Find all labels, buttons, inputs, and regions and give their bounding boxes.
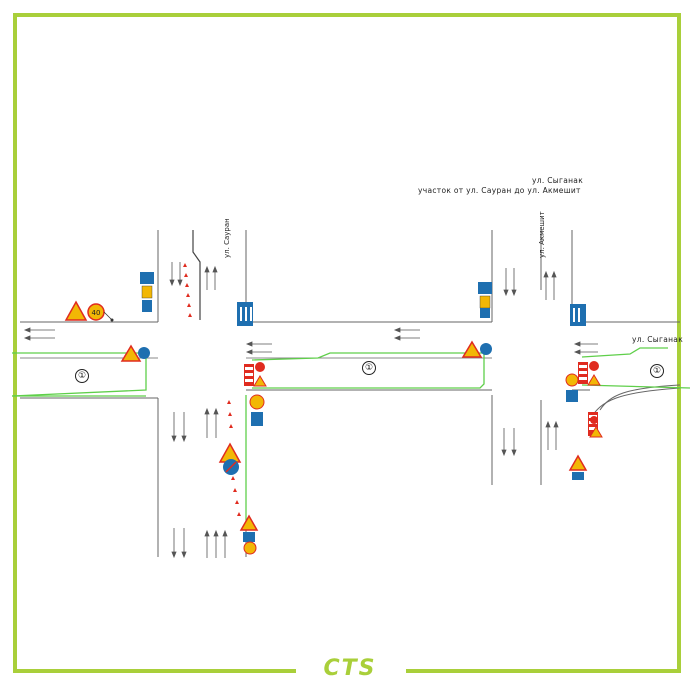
barrier-sign-stack-right xyxy=(565,361,603,480)
lane-direction-sign-left xyxy=(140,272,154,312)
work-zone-marker: ① xyxy=(362,361,376,375)
barrier-sign-stack-center xyxy=(244,362,267,426)
street-label-akmeshit: ул. Акмешит xyxy=(538,211,546,258)
roadworks-sign-center-mid xyxy=(461,340,492,358)
road-signs: 40 xyxy=(64,272,603,555)
work-zone-marker: ① xyxy=(75,369,89,383)
svg-text:40: 40 xyxy=(92,309,101,317)
lane-direction-sign-right xyxy=(570,304,586,326)
roadworks-no-entry-sign xyxy=(218,442,242,475)
lane-arrows xyxy=(23,262,598,559)
header-section-label: участок от ул. Сауран до ул. Акмешит xyxy=(418,186,581,195)
cone-markers xyxy=(183,263,241,516)
work-zone-marker: ① xyxy=(650,364,664,378)
street-label-syganak-right: ул. Сыганак xyxy=(632,335,684,344)
logo-background xyxy=(296,660,406,684)
lane-direction-sign-center xyxy=(237,302,253,326)
road-edges xyxy=(20,230,681,557)
roadworks-sign-left-mid xyxy=(120,344,150,362)
logo-text: CTS xyxy=(323,656,377,681)
lane-sign-bottom xyxy=(239,514,259,555)
roadworks-speed-sign-left: 40 xyxy=(64,300,114,322)
header-street-label: ул. Сыганак xyxy=(532,176,584,185)
street-label-sauran: ул. Сауран xyxy=(223,218,231,258)
cts-logo-text: CTS xyxy=(314,656,386,684)
lane-direction-sign-right-top xyxy=(478,282,492,318)
